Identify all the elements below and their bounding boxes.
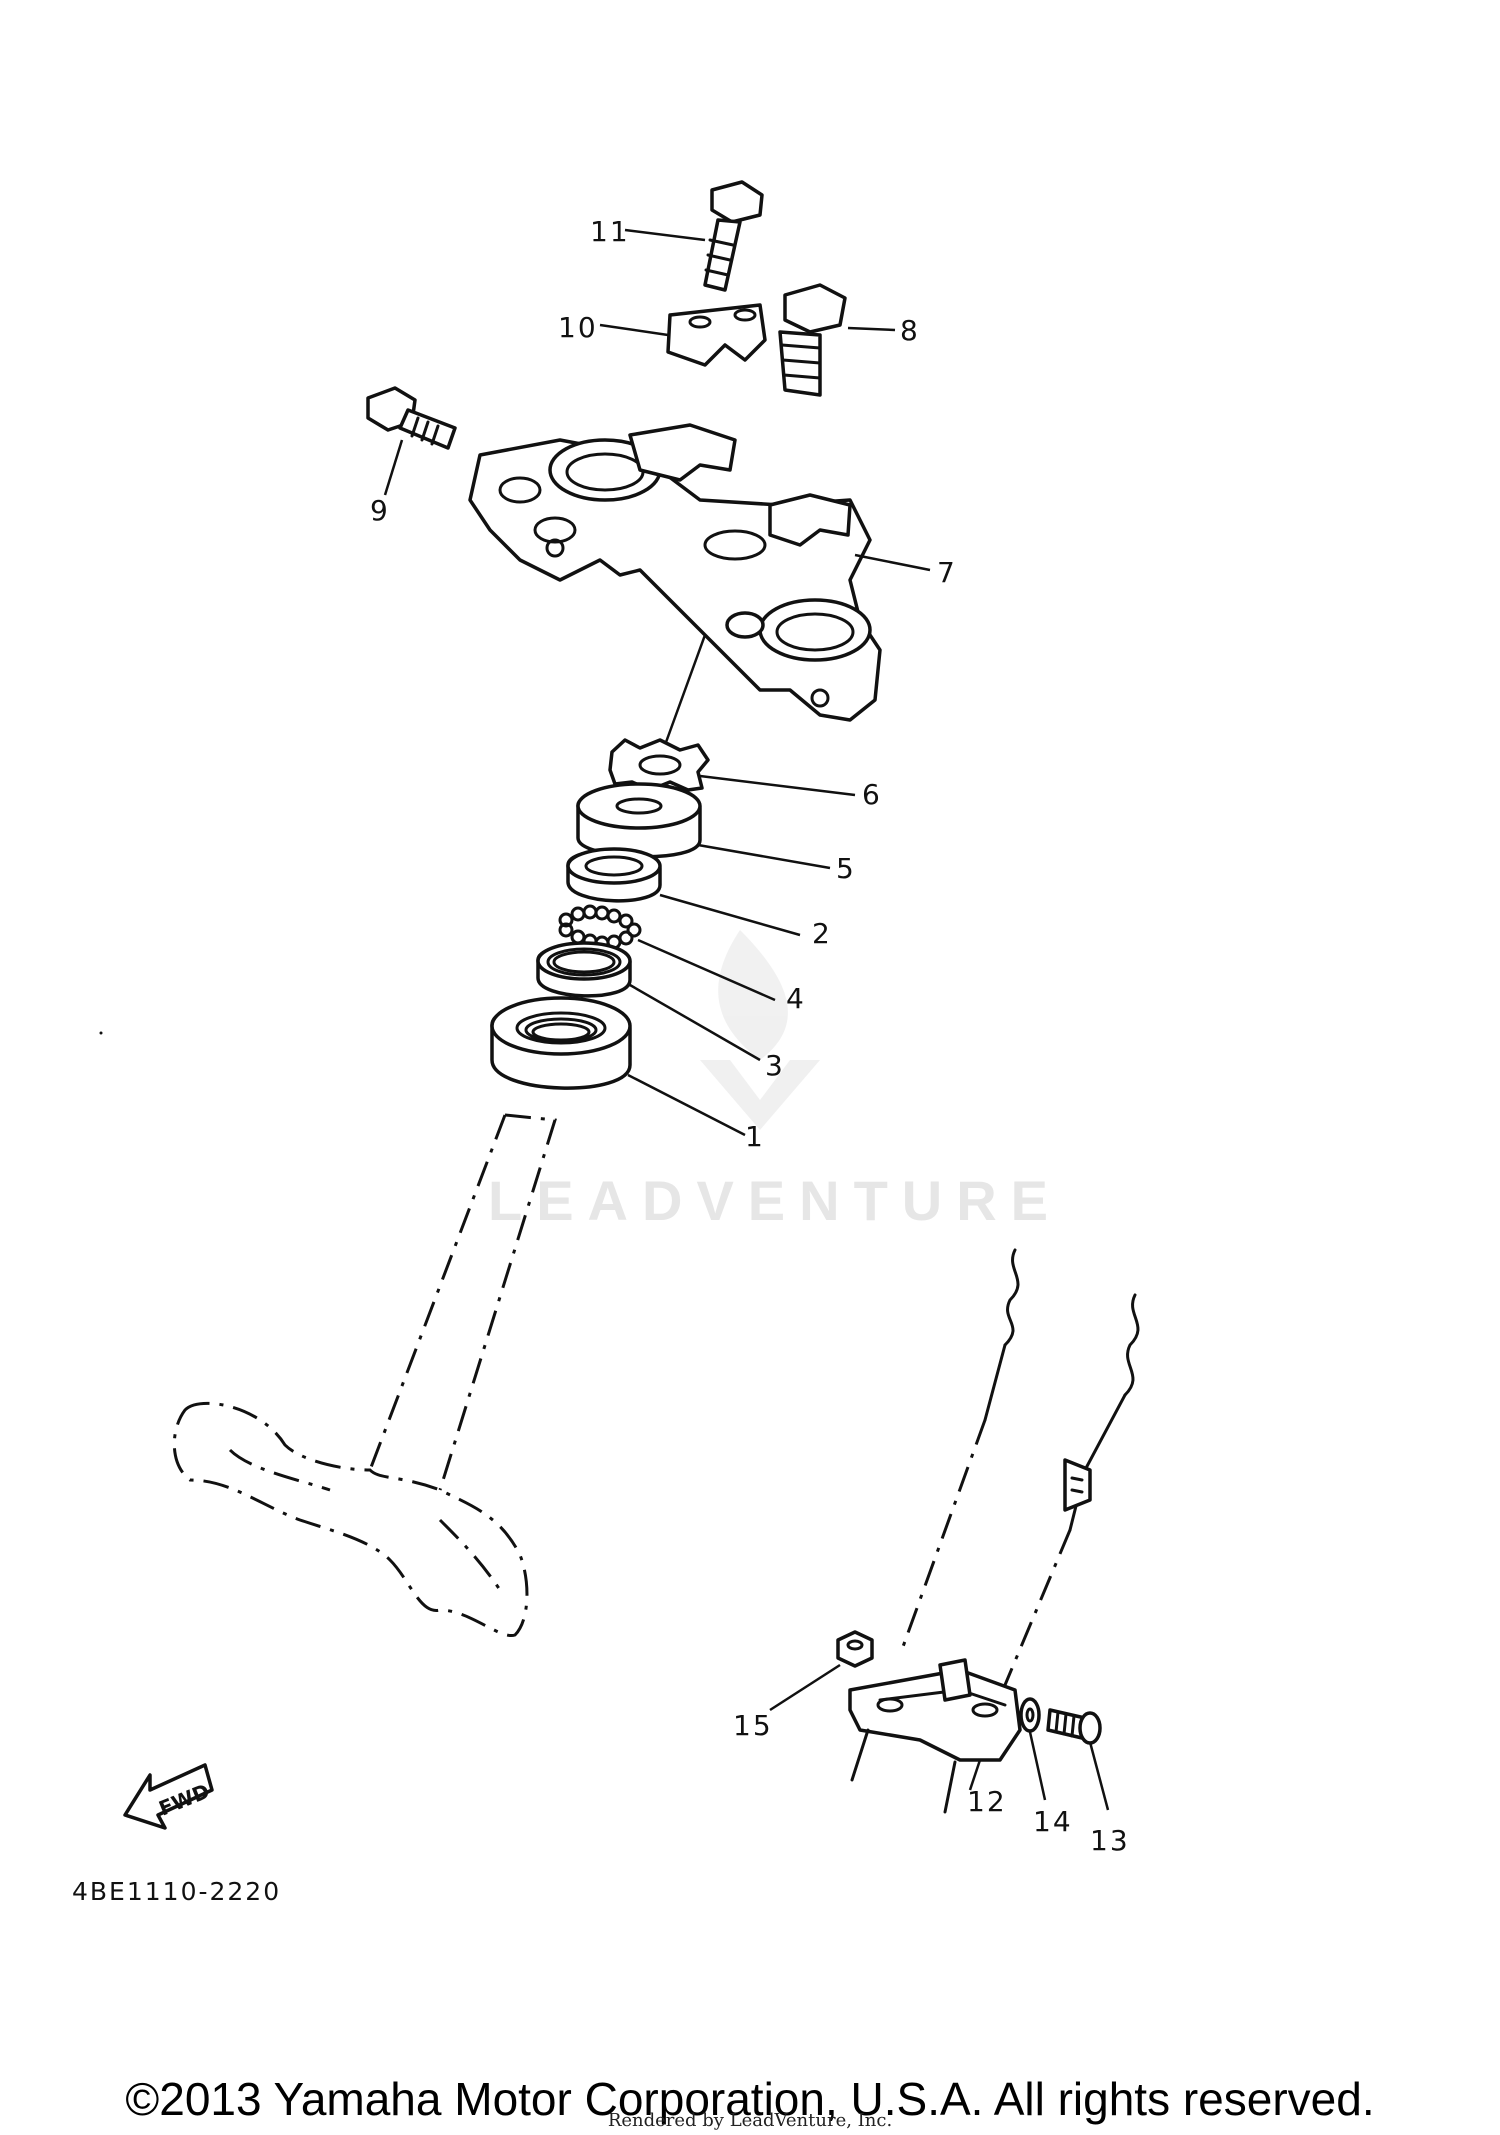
bracket-edge-lines xyxy=(850,1728,957,1814)
leader-4 xyxy=(637,938,776,1002)
fwd-arrow-icon xyxy=(123,1763,214,1830)
callout-12: 12 xyxy=(967,1785,1007,1818)
part-5-washer xyxy=(576,782,702,859)
steering-stem-outline xyxy=(172,1113,557,1638)
leader-6 xyxy=(699,774,856,797)
part-7-upper-bracket xyxy=(468,423,882,722)
callout-3: 3 xyxy=(765,1049,785,1082)
callout-10: 10 xyxy=(558,311,598,344)
watermark-logo xyxy=(700,930,820,1130)
part-2-bearing-race xyxy=(566,847,662,903)
part-13-screw xyxy=(1046,1708,1102,1745)
callout-14: 14 xyxy=(1033,1805,1073,1838)
stray-mark xyxy=(99,1031,103,1035)
part-9-bolt xyxy=(366,386,457,450)
leader-3 xyxy=(629,983,761,1062)
callout-15: 15 xyxy=(733,1709,773,1742)
part-10-handlebar-holder-cap xyxy=(666,303,767,367)
callout-2: 2 xyxy=(812,917,832,950)
rendered-by-notice: Rendered by LeadVenture, Inc. xyxy=(607,2110,893,2131)
part-15-nut xyxy=(836,1630,874,1668)
leader-7 xyxy=(854,553,931,572)
copyright-notice: ©2013 Yamaha Motor Corporation, U.S.A. A… xyxy=(125,2073,1375,2125)
part-12-lock-bracket xyxy=(848,1658,1022,1762)
leader-8 xyxy=(847,326,896,332)
callout-9: 9 xyxy=(370,494,390,527)
part-8-bolt xyxy=(778,283,847,397)
callout-8: 8 xyxy=(900,314,920,347)
callout-7: 7 xyxy=(937,556,957,589)
leader-11 xyxy=(624,228,706,242)
part-14-washer xyxy=(1019,1697,1041,1733)
callout-4: 4 xyxy=(786,982,806,1015)
watermark-text: LEADVENTURE xyxy=(488,1169,1063,1232)
callout-11: 11 xyxy=(590,215,630,248)
leader-13 xyxy=(1088,1741,1110,1811)
callout-5: 5 xyxy=(836,852,856,885)
part-6-ring-nut xyxy=(608,738,710,792)
assembly-line-upper xyxy=(663,634,707,746)
fork-leg-outline xyxy=(898,1248,1140,1686)
callout-1: 1 xyxy=(745,1120,765,1153)
diagram-part-code: 4BE1110-2220 xyxy=(72,1877,282,1906)
part-3-bearing-race xyxy=(536,941,632,998)
leader-12 xyxy=(968,1759,982,1791)
leader-1 xyxy=(627,1073,746,1137)
part-1-oil-seal xyxy=(490,996,632,1090)
leader-2 xyxy=(659,893,801,937)
part-11-bolt xyxy=(703,180,764,292)
leader-15 xyxy=(769,1663,841,1712)
leader-9 xyxy=(383,439,404,496)
leader-5 xyxy=(697,843,831,870)
callout-6: 6 xyxy=(862,778,882,811)
leader-10 xyxy=(599,323,669,337)
leader-14 xyxy=(1028,1731,1047,1801)
callout-13: 13 xyxy=(1090,1824,1130,1857)
